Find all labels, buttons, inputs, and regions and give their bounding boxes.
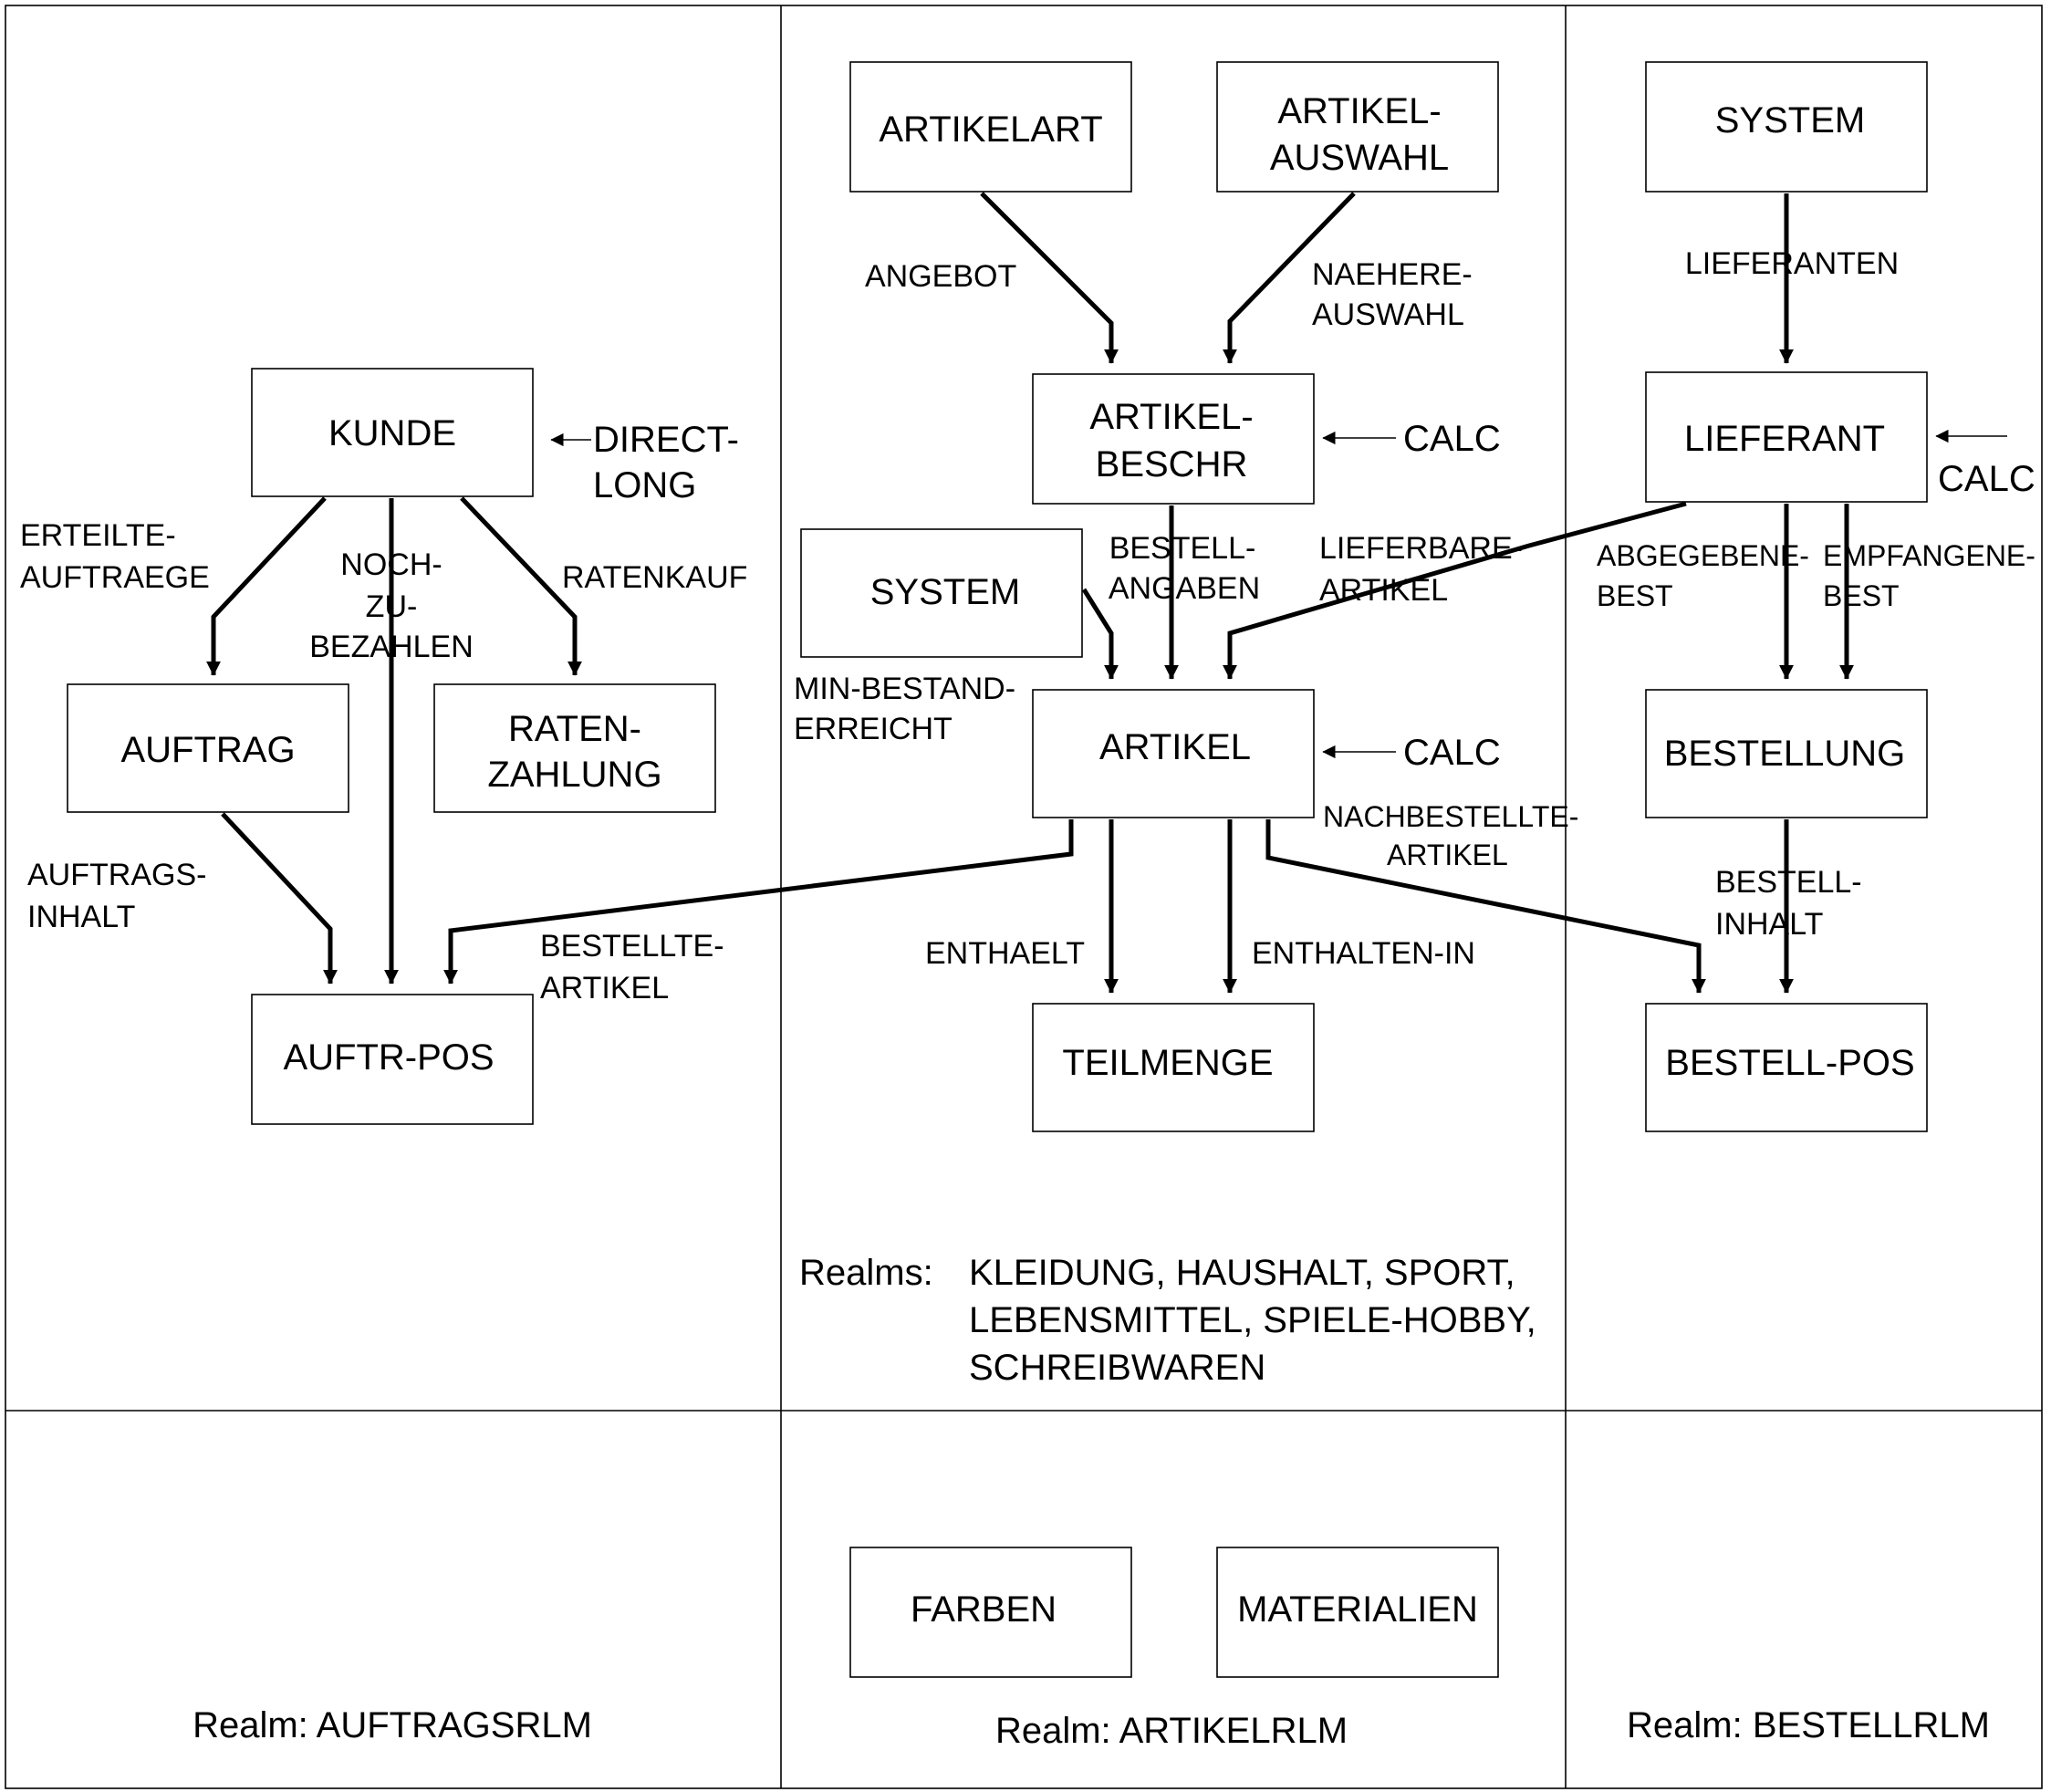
record-system-mid-label: SYSTEM — [870, 572, 1020, 612]
set-noch-zu-bezahlen-line-1: NOCH- — [340, 547, 442, 582]
set-lieferbare-artikel-line-1: LIEFERBARE- — [1319, 531, 1523, 566]
set-angebot-label: ANGEBOT — [865, 259, 1016, 294]
record-artikel-auswahl-line-2: AUSWAHL — [1270, 138, 1449, 178]
set-bestellte-artikel-line-1: BESTELLTE- — [540, 929, 724, 964]
record-auftr-pos-label: AUFTR-POS — [283, 1037, 494, 1078]
record-system-mid[interactable]: SYSTEM — [800, 528, 1083, 658]
record-raten-zahlung[interactable]: RATEN- ZAHLUNG — [433, 683, 716, 813]
set-empfangene-best-line-2: BEST — [1823, 579, 1900, 612]
record-artikelart[interactable]: ARTIKELART — [849, 61, 1132, 193]
record-bestellung-label: BESTELLUNG — [1664, 734, 1906, 774]
set-abgegebene-best-line-1: ABGEGEBENE- — [1597, 539, 1809, 572]
record-bestellung[interactable]: BESTELLUNG — [1645, 689, 1928, 818]
calc-artikel-beschr-label: CALC — [1403, 419, 1501, 459]
set-ratenkauf-label: RATENKAUF — [562, 560, 747, 595]
record-raten-zahlung-line-1: RATEN- — [508, 709, 641, 749]
record-artikelart-label: ARTIKELART — [879, 109, 1102, 150]
set-auftrags-inhalt-line-2: INHALT — [27, 900, 135, 934]
record-farben-label: FARBEN — [911, 1589, 1057, 1630]
direct-long-line-1: DIRECT- — [593, 420, 739, 460]
set-noch-zu-bezahlen-line-2: ZU- — [366, 589, 418, 624]
record-kunde-label: KUNDE — [328, 413, 456, 453]
calc-lieferant-label: CALC — [1938, 459, 2035, 499]
calc-artikel-label: CALC — [1403, 733, 1501, 773]
record-system-right[interactable]: SYSTEM — [1645, 61, 1928, 193]
record-artikel-beschr[interactable]: ARTIKEL- BESCHR — [1032, 373, 1315, 505]
set-lieferbare-artikel-line — [1222, 501, 1687, 680]
set-abgegebene-best-line-2: BEST — [1597, 579, 1673, 612]
set-nachbestellte-artikel-line-2: ARTIKEL — [1387, 839, 1508, 871]
realms-list-line-2: LEBENSMITTEL, SPIELE-HOBBY, — [969, 1300, 1536, 1340]
record-farben[interactable]: FARBEN — [849, 1547, 1132, 1678]
realms-list-line-1: KLEIDUNG, HAUSHALT, SPORT, — [969, 1253, 1515, 1293]
record-auftrag[interactable]: AUFTRAG — [67, 683, 349, 813]
record-auftrag-label: AUFTRAG — [120, 730, 295, 770]
record-artikel-beschr-line-2: BESCHR — [1096, 444, 1248, 484]
set-naehere-auswahl-line-1: NAEHERE- — [1312, 257, 1473, 292]
set-bestell-inhalt-line-1: BESTELL- — [1715, 865, 1862, 900]
record-system-right-label: SYSTEM — [1715, 100, 1865, 141]
set-lieferanten-label: LIEFERANTEN — [1685, 246, 1899, 281]
record-lieferant-label: LIEFERANT — [1684, 419, 1885, 459]
set-lieferbare-artikel-line-2: ARTIKEL — [1319, 573, 1448, 608]
set-angebot-line — [980, 192, 1119, 364]
set-auftrags-inhalt-line-1: AUFTRAGS- — [27, 858, 206, 892]
set-enthaelt-label: ENTHAELT — [925, 936, 1085, 971]
set-bestell-angaben-line-1: BESTELL- — [1109, 531, 1256, 566]
set-min-bestand-erreicht-line-2: ERREICHT — [794, 712, 953, 746]
realm-bestellrlm-label: Realm: BESTELLRLM — [1627, 1705, 1990, 1745]
set-noch-zu-bezahlen-line-3: BEZAHLEN — [309, 630, 474, 664]
set-enthalten-in-label: ENTHALTEN-IN — [1252, 936, 1475, 971]
record-teilmenge-label: TEILMENGE — [1062, 1043, 1273, 1083]
set-ratenkauf-line — [460, 496, 583, 676]
record-lieferant[interactable]: LIEFERANT — [1645, 371, 1928, 503]
set-bestellte-artikel-line — [442, 819, 1074, 985]
record-auftr-pos[interactable]: AUFTR-POS — [251, 994, 534, 1125]
outer-frame — [5, 5, 2043, 1789]
record-artikel[interactable]: ARTIKEL — [1032, 689, 1315, 818]
set-nachbestellte-artikel-line-1: NACHBESTELLTE- — [1323, 800, 1578, 833]
set-min-bestand-erreicht-line-1: MIN-BESTAND- — [794, 672, 1015, 706]
record-raten-zahlung-line-2: ZAHLUNG — [487, 755, 661, 795]
realms-list-label: Realms: — [799, 1253, 933, 1293]
set-min-bestand-erreicht-line — [1081, 588, 1119, 680]
direct-long-line-2: LONG — [593, 465, 696, 505]
set-bestell-angaben-line-2: ANGABEN — [1109, 571, 1260, 606]
record-bestell-pos-label: BESTELL-POS — [1665, 1043, 1914, 1083]
record-artikel-auswahl[interactable]: ARTIKEL- AUSWAHL — [1216, 61, 1499, 193]
set-bestellte-artikel-line-2: ARTIKEL — [540, 971, 669, 1005]
record-kunde[interactable]: KUNDE — [251, 368, 534, 497]
record-materialien[interactable]: MATERIALIEN — [1216, 1547, 1499, 1678]
realm-artikelrlm-label: Realm: ARTIKELRLM — [995, 1711, 1348, 1751]
set-auftrags-inhalt-line — [221, 812, 338, 985]
set-empfangene-best-line-1: EMPFANGENE- — [1823, 539, 2035, 572]
realms-list-line-3: SCHREIBWAREN — [969, 1348, 1265, 1388]
set-erteilte-auftraege-line — [205, 496, 327, 676]
set-naehere-auswahl-line-2: AUSWAHL — [1312, 297, 1464, 332]
record-teilmenge[interactable]: TEILMENGE — [1032, 1003, 1315, 1132]
record-artikel-auswahl-line-1: ARTIKEL- — [1277, 91, 1441, 131]
realm-auftragsrlm-label: Realm: AUFTRAGSRLM — [193, 1705, 592, 1745]
set-naehere-auswahl-line — [1222, 192, 1356, 364]
record-materialien-label: MATERIALIEN — [1237, 1589, 1478, 1630]
set-erteilte-auftraege-line-1: ERTEILTE- — [20, 518, 176, 553]
set-bestell-inhalt-line-2: INHALT — [1715, 907, 1823, 942]
set-nachbestellte-artikel-line — [1265, 819, 1707, 994]
record-artikel-label: ARTIKEL — [1099, 727, 1251, 767]
record-bestell-pos[interactable]: BESTELL-POS — [1645, 1003, 1928, 1132]
set-erteilte-auftraege-line-2: AUFTRAEGE — [20, 560, 210, 595]
record-artikel-beschr-line-1: ARTIKEL- — [1089, 397, 1253, 437]
